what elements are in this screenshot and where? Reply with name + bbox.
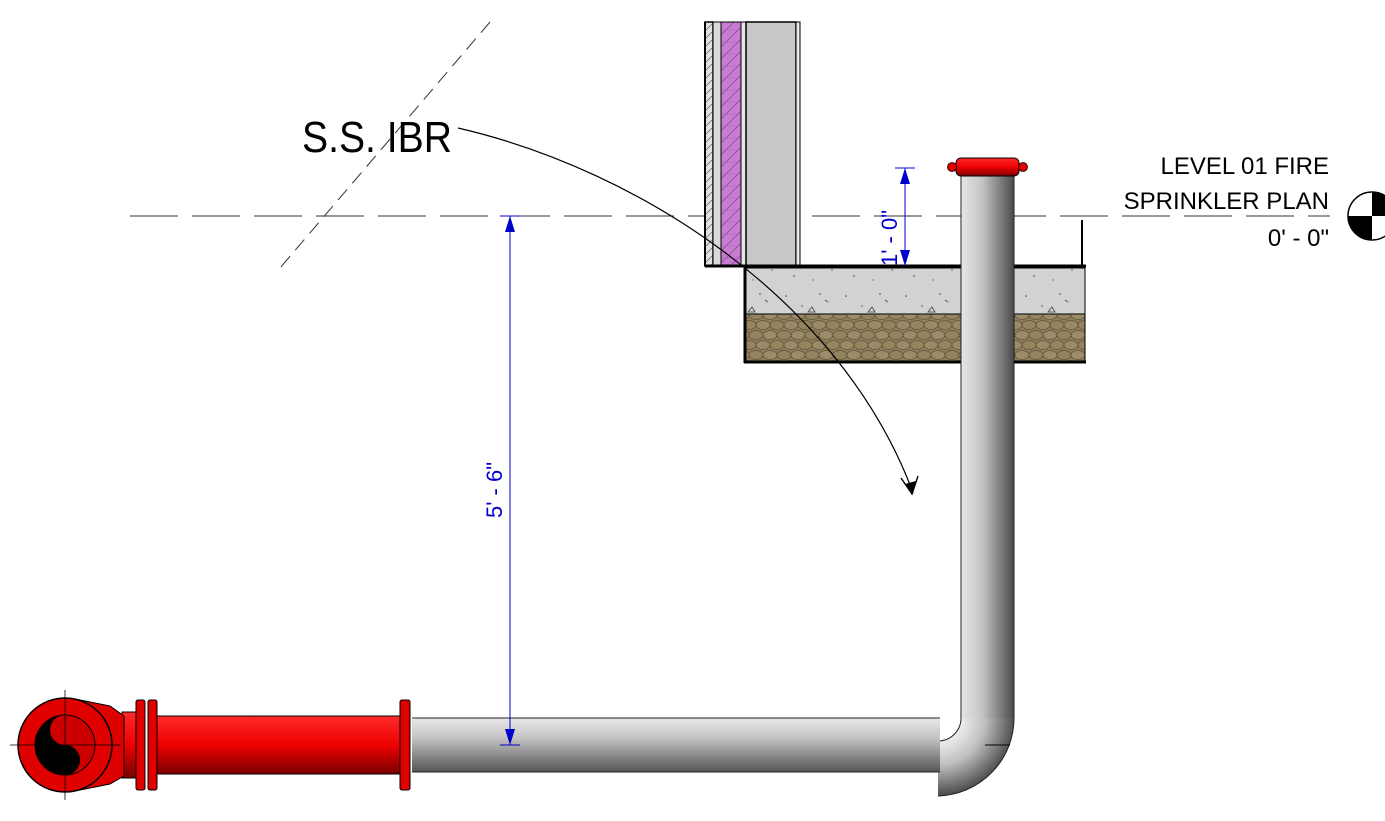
fdc-connection: [10, 690, 125, 800]
riser-cap: [947, 157, 1028, 177]
level-head-symbol: [1347, 191, 1385, 241]
floor-slab: [704, 22, 1086, 364]
horizontal-pipe: [412, 717, 940, 773]
level-name-line2: SPRINKLER PLAN: [1124, 188, 1329, 215]
level-head: LEVEL 01 FIRE SPRINKLER PLAN 0' - 0": [1124, 153, 1329, 252]
material-tag: S.S. IBR: [302, 113, 452, 162]
inlet-red-section: [121, 699, 411, 791]
pipe-elbow: [937, 717, 1015, 797]
level-elevation: 0' - 0": [1268, 225, 1329, 252]
riser-pipe: [960, 172, 1015, 718]
dimension-riser-above-level: 1' - 0": [877, 167, 915, 266]
diagonal-reference-line: [279, 21, 491, 269]
dimension-text-5-6: 5' - 6": [482, 462, 507, 518]
level-name-line1: LEVEL 01 FIRE: [1160, 153, 1329, 180]
material-tag-leader: [457, 127, 919, 496]
dimension-text-1-0: 1' - 0": [877, 210, 902, 266]
wall-section: [704, 21, 801, 267]
dimension-pipe-below-level: 5' - 6": [482, 215, 520, 746]
